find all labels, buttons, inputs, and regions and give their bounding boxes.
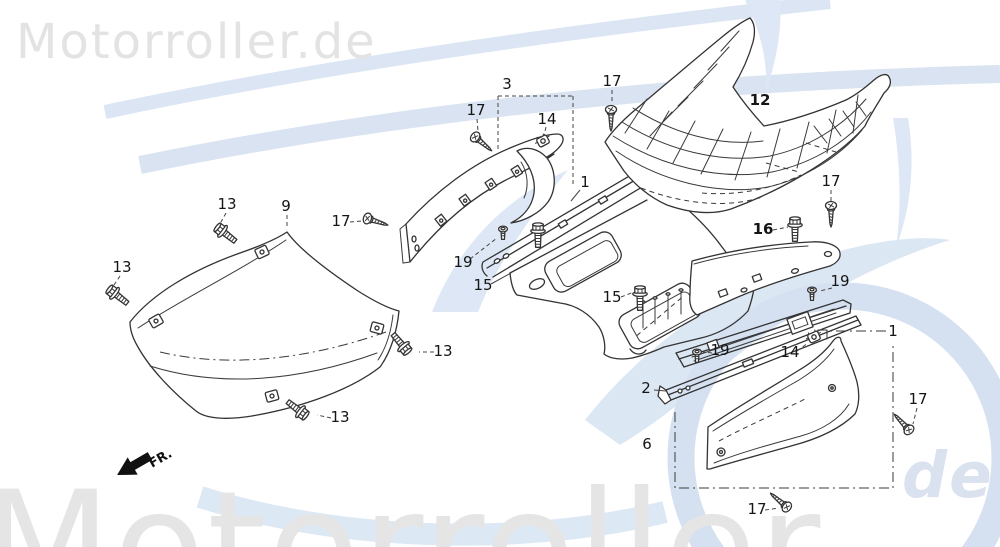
callout-14: 14 (537, 110, 556, 128)
bolt-13-icon (103, 281, 133, 310)
bolt-16-icon (787, 216, 803, 242)
callout-17: 17 (908, 390, 927, 408)
watermark-wing-small-top (745, 0, 781, 92)
callout-17: 17 (821, 172, 840, 190)
front-arrow-icon (117, 452, 153, 475)
part-3-trim-arm (399, 133, 564, 264)
watermark-logo-ring (667, 282, 1000, 547)
callout-15: 15 (602, 288, 621, 306)
screw-17-icon (889, 409, 917, 438)
bolt-13-icon (211, 219, 241, 248)
callout-17: 17 (466, 101, 485, 119)
callout-17: 17 (747, 500, 766, 518)
screw-17-icon (467, 129, 496, 156)
callout-13: 13 (217, 195, 236, 213)
callout-14: 14 (780, 343, 799, 361)
part-2-strip (657, 315, 862, 405)
watermark-corner-de: de (902, 439, 994, 512)
part-6-side-panel (706, 329, 860, 470)
watermark-wing-right (585, 238, 950, 445)
callout-labels: 17 3 17 12 14 1 17 16 13 9 17 13 19 15 1… (112, 72, 927, 518)
part-1-floor-assembly (481, 170, 852, 368)
callout-1: 1 (888, 322, 898, 340)
watermark-brand-top: Motorroller.de (16, 14, 377, 70)
callout-13: 13 (330, 408, 349, 426)
callout-2: 2 (641, 379, 651, 397)
callout-19: 19 (710, 341, 729, 359)
part-12-seat (604, 17, 891, 214)
callout-leaders (113, 90, 918, 511)
callout-3: 3 (502, 75, 512, 93)
callout-6: 6 (642, 435, 652, 453)
screw-17-icon (361, 211, 391, 231)
callout-16: 16 (753, 220, 774, 238)
callout-12: 12 (750, 91, 771, 109)
screw-17-icon (824, 200, 838, 228)
callout-13: 13 (112, 258, 131, 276)
callout-15: 15 (473, 276, 492, 294)
part-6-boundary-box (674, 330, 894, 489)
callout-9: 9 (281, 197, 291, 215)
callout-1: 1 (580, 173, 590, 191)
part-9-side-cover (129, 231, 400, 419)
screw-17-icon (604, 104, 618, 132)
watermark-swoosh-top (103, 0, 831, 119)
watermark-wing-small-right (893, 118, 912, 248)
callout-13: 13 (433, 342, 452, 360)
watermark-swoosh-upper (138, 65, 1000, 174)
callout-19: 19 (453, 253, 472, 271)
callout-17: 17 (331, 212, 350, 230)
watermark-swoosh-bottom (196, 486, 668, 546)
callout-17: 17 (602, 72, 621, 90)
clip-14-icon (803, 327, 824, 345)
callout-19: 19 (830, 272, 849, 290)
